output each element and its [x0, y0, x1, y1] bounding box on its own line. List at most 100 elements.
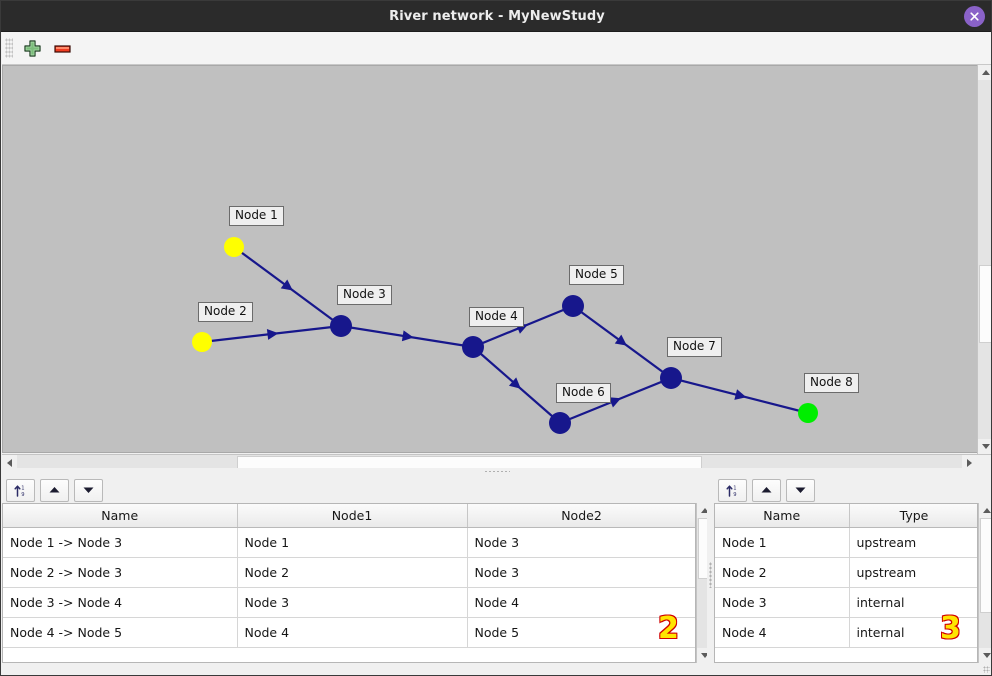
canvas-vscroll-thumb[interactable]	[979, 265, 991, 343]
node-label-node-1[interactable]: Node 1	[229, 206, 284, 226]
links-column-header-node1[interactable]: Node1	[237, 504, 468, 528]
sort-icon: 1 9	[726, 484, 737, 498]
links-table-row-cell[interactable]: Node 4	[237, 617, 468, 648]
arrow-down-icon	[981, 444, 990, 449]
links-column-header-name[interactable]: Name	[3, 504, 238, 528]
nodes-scroll-down-button[interactable]	[979, 648, 991, 663]
links-move-up-button[interactable]	[40, 478, 69, 502]
nodes-scroll-up-button[interactable]	[979, 503, 991, 518]
node-label-node-7[interactable]: Node 7	[667, 337, 722, 357]
svg-text:9: 9	[21, 492, 24, 498]
links-table-row-cell[interactable]: Node 3 -> Node 4	[3, 587, 238, 618]
nodes-table-row-cell[interactable]: Node 1	[715, 527, 850, 558]
node-label-node-8[interactable]: Node 8	[804, 373, 859, 393]
links-column-header-node2[interactable]: Node2	[467, 504, 695, 528]
network-node-node-6[interactable]	[549, 412, 571, 434]
resize-grip-icon[interactable]	[983, 666, 990, 673]
canvas-scroll-right-button[interactable]	[962, 455, 977, 470]
node-label-node-5[interactable]: Node 5	[569, 265, 624, 285]
node-label-node-2[interactable]: Node 2	[198, 302, 253, 322]
svg-text:9: 9	[733, 492, 736, 498]
network-graph	[192, 237, 818, 434]
nodes-table-row-cell[interactable]: upstream	[849, 557, 977, 588]
network-node-node-5[interactable]	[562, 295, 584, 317]
canvas-scroll-down-button[interactable]	[978, 439, 991, 454]
toolbar-drag-handle[interactable]	[5, 38, 13, 58]
nodes-move-up-button[interactable]	[752, 478, 781, 502]
links-table-row-cell[interactable]: Node 2 -> Node 3	[3, 557, 238, 588]
links-table-row-cell[interactable]: Node 3	[467, 557, 695, 588]
network-node-node-2[interactable]	[192, 332, 212, 352]
vertical-splitter[interactable]	[707, 475, 714, 675]
nodes-move-down-button[interactable]	[786, 478, 815, 502]
links-move-down-button[interactable]	[74, 478, 103, 502]
canvas-scroll-left-button[interactable]	[2, 455, 17, 470]
arrow-down-icon	[795, 487, 806, 493]
nodes-table-row-cell[interactable]: upstream	[849, 527, 977, 558]
nodes-table-row-cell[interactable]: Node 3	[715, 587, 850, 618]
nodes-sort-button[interactable]: 1 9	[718, 478, 747, 502]
nodes-toolbar: 1 9	[714, 475, 815, 505]
links-table-row-cell[interactable]: Node 1 -> Node 3	[3, 527, 238, 558]
canvas-vscroll-track[interactable]	[978, 80, 991, 439]
network-diagram-canvas[interactable]: Node 1 Node 2 Node 3 Node 4 Node 5 Node 6 Node…	[2, 65, 991, 453]
links-table-row-cell[interactable]: Node 4	[467, 587, 695, 618]
arrow-right-icon	[967, 458, 972, 467]
edge-direction-arrow-icon	[280, 279, 293, 291]
canvas-scroll-up-button[interactable]	[978, 65, 991, 80]
node-label-node-3[interactable]: Node 3	[337, 285, 392, 305]
nodes-table-vertical-scrollbar[interactable]	[978, 503, 991, 663]
canvas-vertical-scrollbar[interactable]	[977, 65, 991, 454]
links-table-row-cell[interactable]: Node 3	[237, 587, 468, 618]
links-table-row-cell[interactable]: Node 3	[467, 527, 695, 558]
links-sort-button[interactable]: 1 9	[6, 478, 35, 502]
arrow-down-icon	[700, 653, 709, 658]
add-plus-icon	[23, 39, 41, 57]
arrow-up-icon	[982, 508, 991, 513]
nodes-table-row-cell[interactable]: internal	[849, 587, 977, 618]
close-button[interactable]	[964, 6, 985, 27]
add-node-button[interactable]	[17, 34, 47, 62]
nodes-column-header-type[interactable]: Type	[849, 504, 977, 528]
network-node-node-3[interactable]	[330, 315, 352, 337]
node-label-node-6[interactable]: Node 6	[556, 383, 611, 403]
horizontal-splitter[interactable]	[2, 468, 991, 475]
links-table-row-cell[interactable]: Node 5	[467, 617, 695, 648]
links-table-row-cell[interactable]: Node 2	[237, 557, 468, 588]
arrow-down-icon	[83, 487, 94, 493]
edge-direction-arrow-icon	[614, 334, 627, 346]
arrow-up-icon	[761, 487, 772, 493]
nodes-column-header-name[interactable]: Name	[715, 504, 850, 528]
nodes-table-row-cell[interactable]: internal	[849, 617, 977, 648]
edge-direction-arrow-icon	[608, 397, 622, 408]
network-node-node-7[interactable]	[660, 367, 682, 389]
node-label-node-4[interactable]: Node 4	[469, 307, 524, 327]
nodes-vscroll-thumb[interactable]	[980, 518, 991, 613]
links-table-row-cell[interactable]: Node 1	[237, 527, 468, 558]
remove-node-button[interactable]	[47, 34, 77, 62]
canvas-horizontal-scrollbar[interactable]	[2, 454, 991, 470]
nodes-table-row-cell[interactable]: Node 4	[715, 617, 850, 648]
nodes-table-header-row: Name Type	[715, 504, 977, 528]
arrow-left-icon	[7, 458, 12, 467]
network-node-node-1[interactable]	[224, 237, 244, 257]
network-node-node-4[interactable]	[462, 336, 484, 358]
svg-text:1: 1	[21, 485, 24, 491]
nodes-table-row-cell[interactable]: Node 2	[715, 557, 850, 588]
links-table-row-cell[interactable]: Node 4 -> Node 5	[3, 617, 238, 648]
network-node-node-8[interactable]	[798, 403, 818, 423]
